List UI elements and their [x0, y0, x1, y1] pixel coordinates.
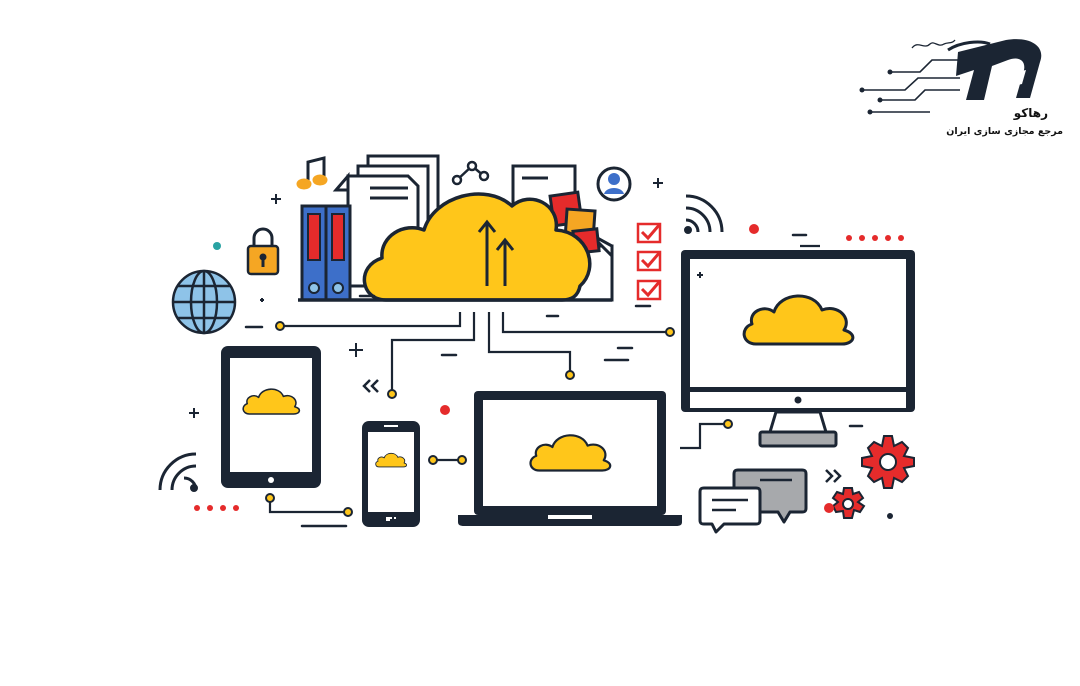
- brand-logo: [859, 39, 1042, 115]
- brand-name: رهاکو: [1013, 106, 1048, 120]
- chat-bubbles-icon: [698, 468, 808, 534]
- connector-lines: [268, 244, 820, 514]
- smartphone-icon: [362, 421, 420, 527]
- user-avatar-icon: [596, 166, 632, 202]
- cloud-upload-icon: [298, 192, 612, 302]
- checklist-icon: [636, 222, 662, 301]
- lock-icon: [246, 227, 280, 276]
- globe-icon: [171, 269, 237, 335]
- signature-icon: [911, 39, 956, 49]
- gear-icon: [831, 435, 915, 519]
- share-icon: [451, 160, 490, 186]
- laptop-icon: [458, 391, 682, 526]
- binder-icon: [300, 204, 352, 302]
- connector-nodes: [265, 321, 733, 517]
- logo-mark-icon: [956, 39, 1042, 100]
- music-note-icon: [296, 156, 328, 190]
- chevron-icon: [362, 379, 842, 483]
- decorative-dashes: [244, 233, 864, 528]
- decorative-dots: [194, 224, 904, 513]
- tablet-icon: [221, 346, 321, 488]
- decorative-dot: [887, 513, 893, 519]
- wifi-icon: [684, 194, 724, 234]
- brand-tagline: مرجع مجازی سازی ایران: [946, 126, 1063, 137]
- sparkle-icon: [189, 178, 703, 523]
- desktop-monitor-icon: [681, 250, 915, 448]
- wifi-icon: [158, 452, 198, 492]
